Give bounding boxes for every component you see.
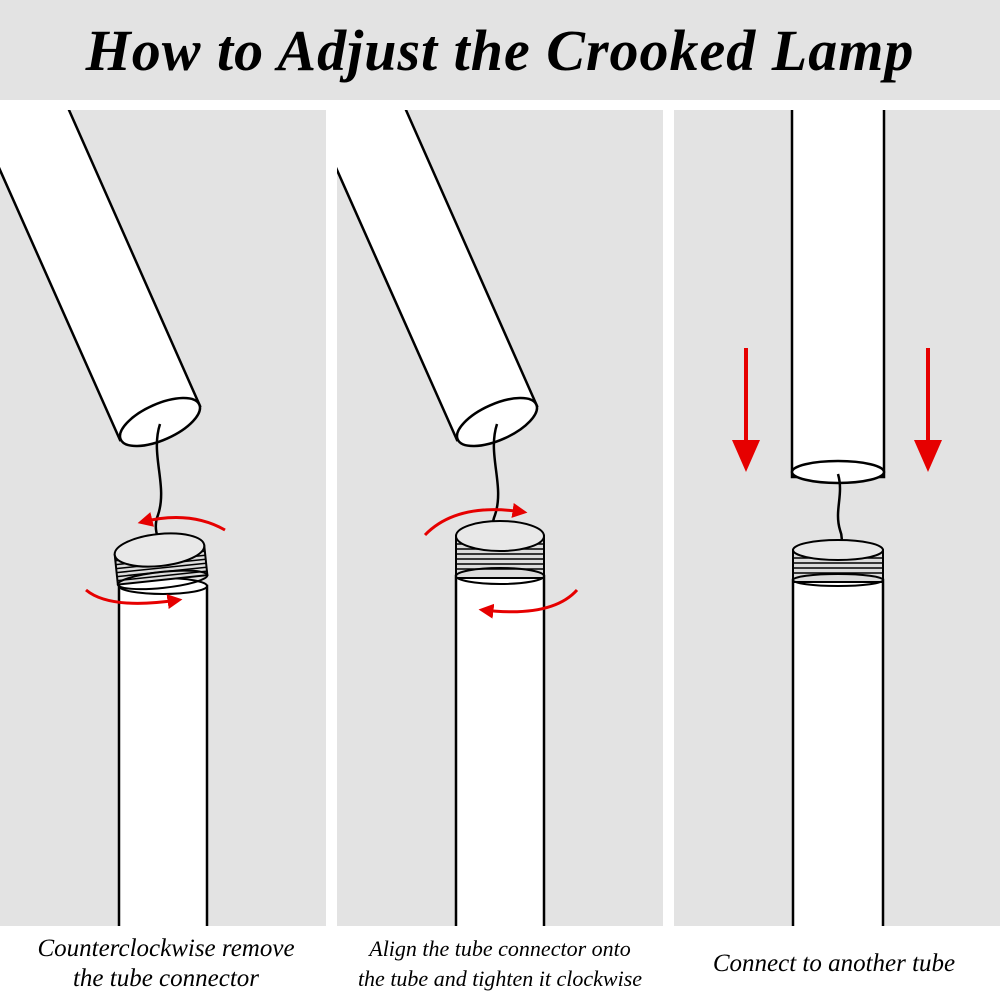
rotation-arrow [85,512,226,609]
threaded-connector [113,532,209,591]
threaded-connector [455,520,545,585]
step-panel-2 [337,110,663,926]
threaded-connector [792,539,884,587]
caption-line: Connect to another tube [712,950,956,977]
step-panel-1 [0,110,326,926]
caption-line: the tube and tighten it clockwise [357,966,643,991]
upper-tube [0,110,202,448]
step-panel-3 [674,110,1000,926]
caption-line: Align the tube connector onto [369,936,631,961]
caption-line: Counterclockwise remove [37,935,295,962]
wire [836,473,843,551]
rotation-arrow [423,503,579,619]
upper-tube [790,110,886,485]
upper-tube [337,110,539,448]
caption-line: the tube connector [72,965,260,992]
step-3-caption: Connect to another tube [668,928,1000,1000]
lower-tube [454,574,546,926]
down-arrow [732,348,760,472]
lower-tube [791,578,885,926]
step-2-caption: Align the tube connector onto the tube a… [334,928,666,1000]
title-banner: How to Adjust the Crooked Lamp [0,0,1000,100]
down-arrow [914,348,942,472]
step-1-caption: Counterclockwise remove the tube connect… [0,928,332,1000]
lower-tube [117,577,209,926]
page-title: How to Adjust the Crooked Lamp [85,17,915,83]
